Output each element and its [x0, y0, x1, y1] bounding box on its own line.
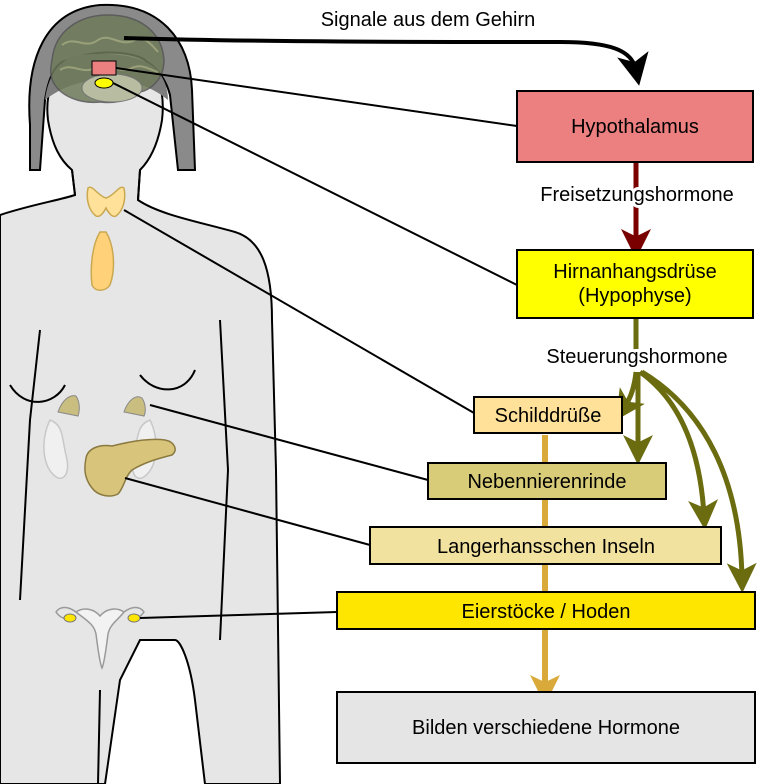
pituitary-box: Hirnanhangsdrüse (Hypophyse)	[517, 250, 753, 318]
pituitary-organ	[95, 78, 113, 88]
hypothalamus-organ	[92, 61, 116, 75]
thyroid-box: Schilddrüße	[474, 397, 622, 433]
gonads-box: Eierstöcke / Hoden	[337, 592, 755, 629]
signal-arrow	[124, 38, 636, 70]
signal-label: Signale aus dem Gehirn	[321, 9, 536, 31]
thyroid-label: Schilddrüße	[495, 405, 602, 427]
body-silhouette	[0, 53, 280, 784]
output-box: Bilden verschiedene Hormone	[337, 692, 755, 763]
adrenal-box: Nebennierenrinde	[428, 463, 666, 499]
islets-box: Langerhansschen Inseln	[370, 527, 721, 564]
release-label: Freisetzungshormone	[540, 184, 733, 206]
ovary-left-organ	[64, 614, 76, 622]
adrenal-label: Nebennierenrinde	[467, 471, 626, 493]
body-figure	[0, 5, 280, 784]
pituitary-label-line1: Hirnanhangsdrüse	[553, 261, 716, 283]
hypothalamus-box: Hypothalamus	[517, 91, 753, 162]
pituitary-label-line2: (Hypophyse)	[578, 285, 691, 307]
output-label: Bilden verschiedene Hormone	[412, 717, 680, 739]
islets-label: Langerhansschen Inseln	[437, 536, 655, 558]
hypothalamus-label: Hypothalamus	[571, 116, 699, 138]
ovary-right-organ	[128, 614, 140, 622]
control-label: Steuerungshormone	[546, 346, 727, 368]
gonads-label: Eierstöcke / Hoden	[462, 601, 631, 623]
